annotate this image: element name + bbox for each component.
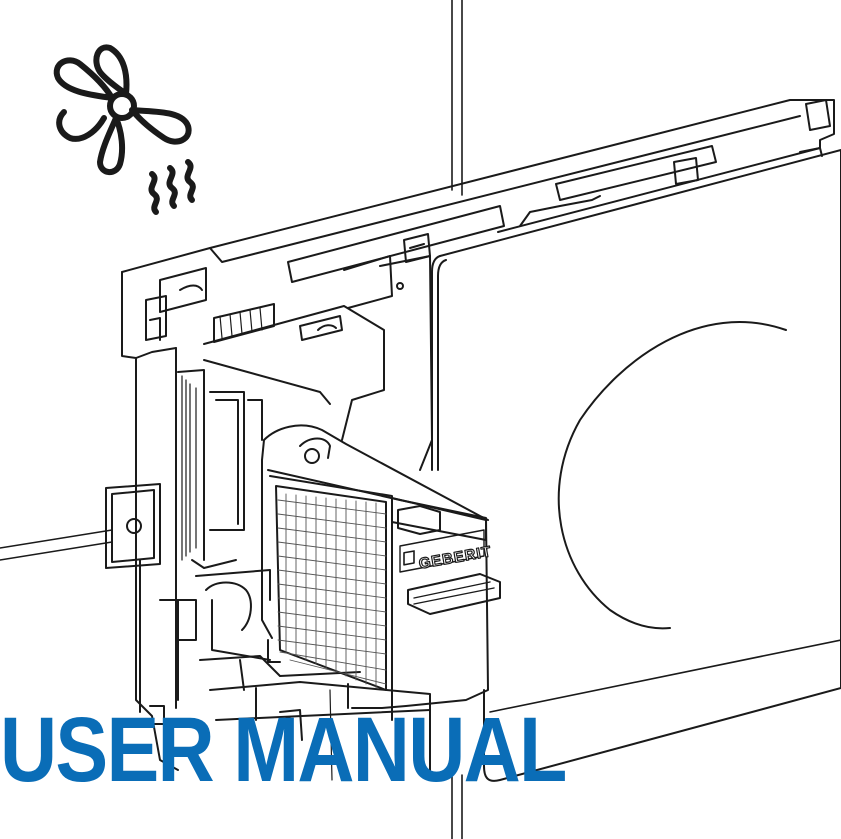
flush-plate-frame	[121, 99, 835, 771]
fan-odour-extraction-icon	[53, 44, 196, 215]
brand-logo: GEBERIT	[399, 529, 494, 573]
filter-grid	[277, 493, 387, 689]
side-bracket	[105, 369, 205, 725]
brand-logo-text: GEBERIT	[418, 543, 494, 573]
filter-cartridge[interactable]	[261, 424, 501, 721]
cover-plate	[431, 149, 841, 782]
inner-mechanism	[191, 255, 433, 781]
document-title: USER MANUAL	[0, 699, 567, 801]
